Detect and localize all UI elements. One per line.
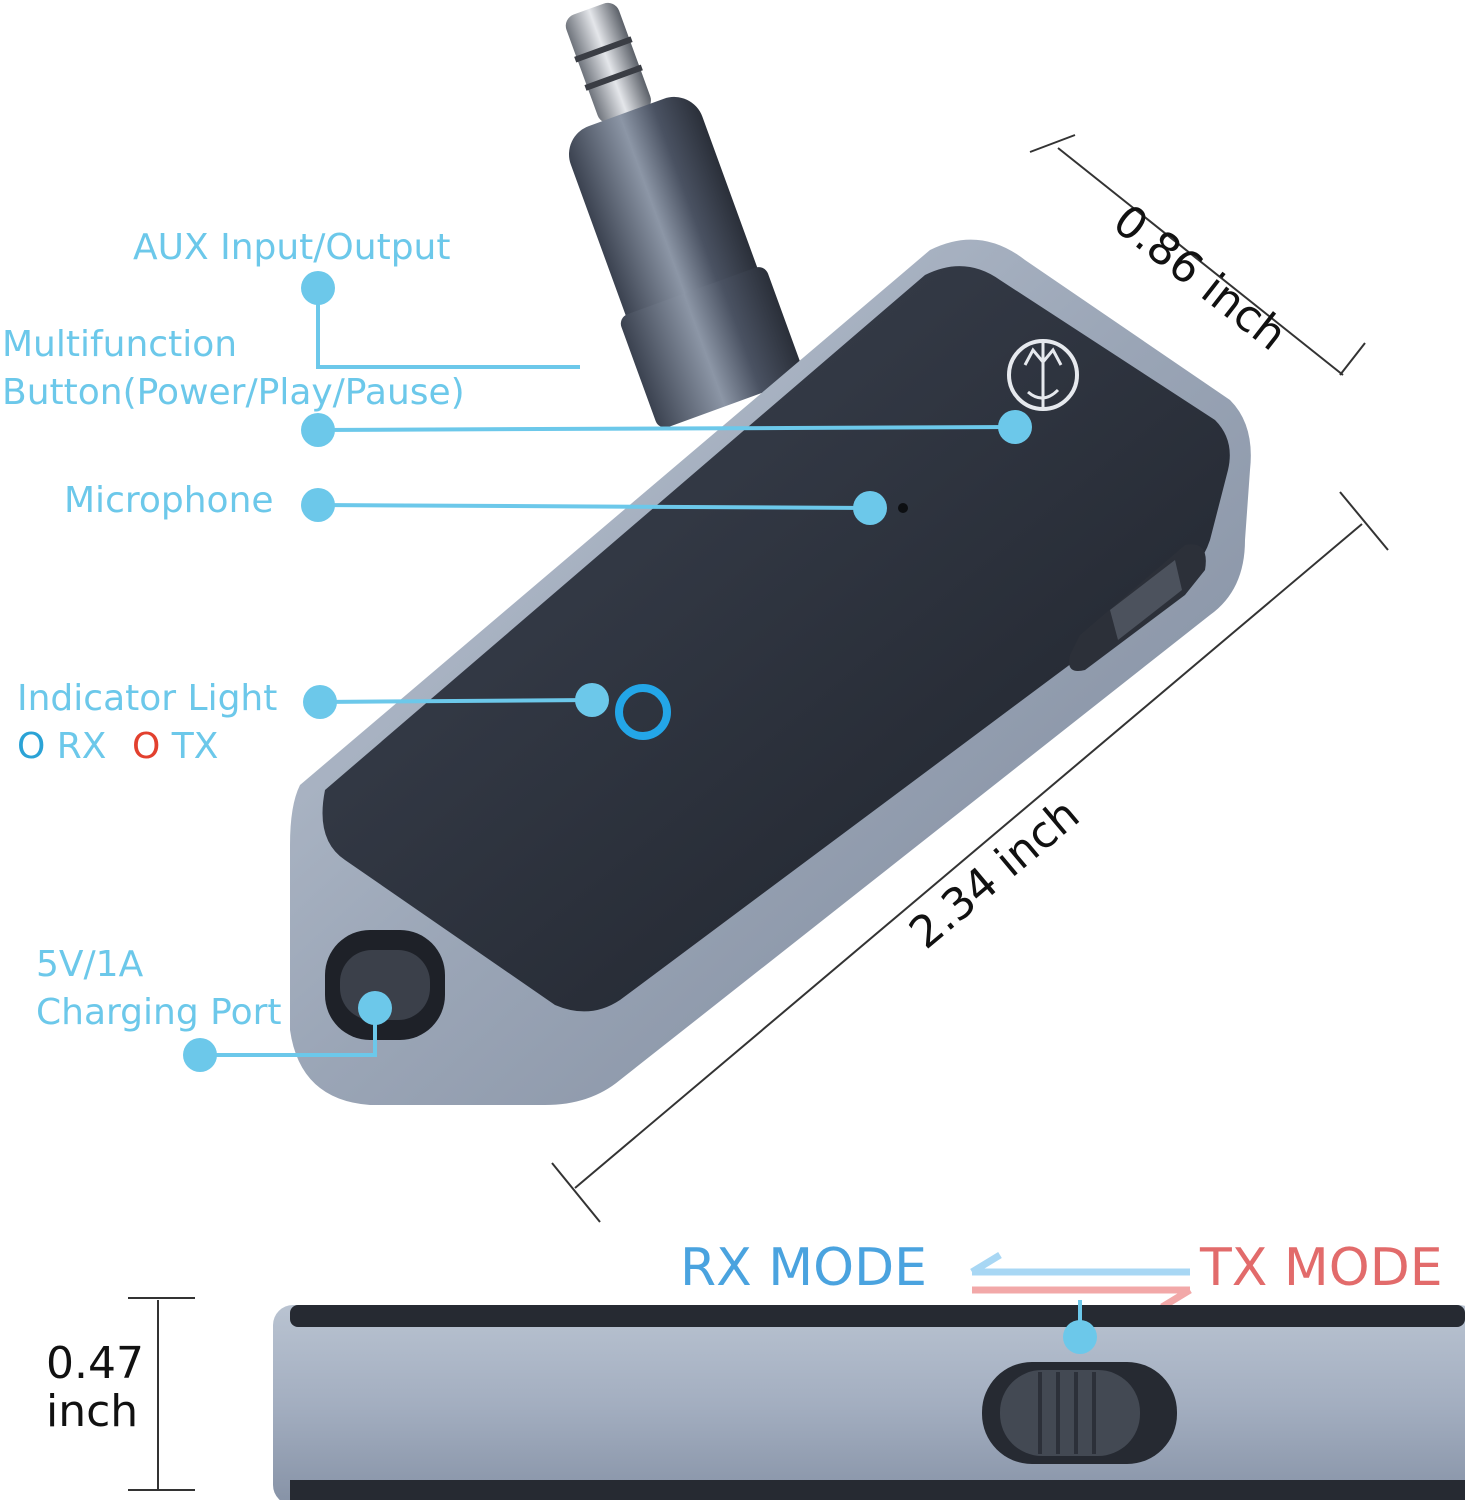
legend-rx-label: RX [56, 726, 107, 767]
dimension-height-line1: 0.47 [46, 1338, 144, 1389]
mode-arrows-icon [970, 1252, 1192, 1310]
rx-mode-label: RX MODE [680, 1238, 927, 1298]
mode-switch-side [982, 1362, 1177, 1464]
indicator-ring [615, 684, 671, 740]
multifunction-label-line2: Button(Power/Play/Pause) [2, 372, 465, 413]
legend-rx-symbol: O [17, 726, 46, 767]
indicator-label: Indicator Light [17, 678, 278, 719]
legend-tx-symbol: O [131, 726, 161, 767]
legend-tx-label: TX [171, 726, 219, 767]
charging-label-line2: Charging Port [36, 992, 282, 1033]
microphone-hole [898, 503, 908, 513]
mode-switch-top [1069, 544, 1206, 671]
multifunction-label-line1: Multifunction [2, 324, 238, 365]
dimension-height-line2: inch [46, 1386, 139, 1437]
aux-plug [565, 2, 803, 428]
charging-label-line1: 5V/1A [36, 944, 144, 985]
logo-icon [1007, 339, 1079, 411]
callout-dots [183, 271, 1032, 1072]
indicator-legend: O RX O TX [17, 724, 218, 770]
device-side-view [273, 1300, 1465, 1500]
dimension-lines [128, 134, 1389, 1491]
aux-label: AUX Input/Output [133, 227, 451, 268]
microphone-label: Microphone [64, 480, 274, 521]
usb-c-port [325, 930, 445, 1040]
tx-mode-label: TX MODE [1200, 1238, 1443, 1298]
